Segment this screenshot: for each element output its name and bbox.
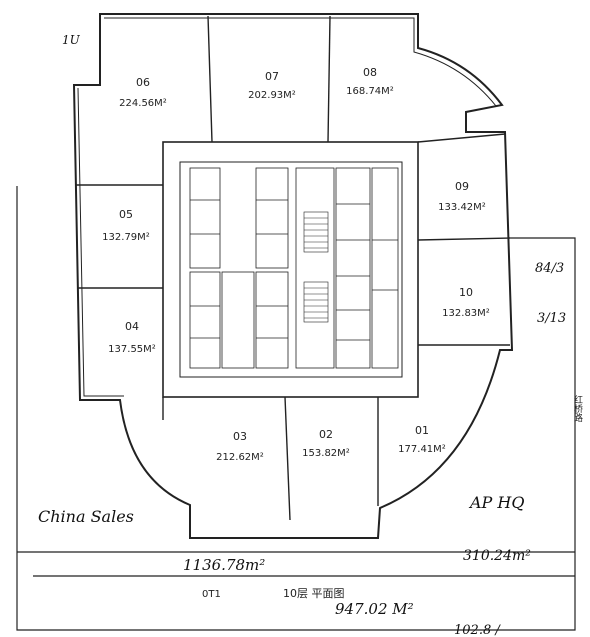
partition-walls bbox=[76, 15, 511, 521]
unit-01-area: 177.41M² bbox=[398, 444, 446, 455]
stairs bbox=[303, 211, 329, 323]
unit-04-id: 04 bbox=[125, 320, 139, 333]
unit-10-area: 132.83M² bbox=[442, 308, 490, 319]
unit-05-id: 05 bbox=[119, 208, 133, 221]
right-note-1: 84/3 bbox=[535, 261, 564, 276]
unit-07-id: 07 bbox=[265, 70, 279, 83]
corner-note: 1U bbox=[62, 33, 81, 47]
core-outline bbox=[162, 141, 419, 398]
building-outline bbox=[72, 13, 514, 539]
unit-10-id: 10 bbox=[459, 286, 473, 299]
right-total-note: 310.24m² bbox=[463, 548, 531, 564]
unit-09-id: 09 bbox=[455, 180, 469, 193]
left-total-note: 1136.78m² bbox=[183, 556, 265, 574]
unit-06-id: 06 bbox=[136, 76, 150, 89]
grand-total-note: 947.02 M² bbox=[335, 600, 414, 618]
unit-01-id: 01 bbox=[415, 424, 429, 437]
unit-labels: 06 224.56M² 07 202.93M² 08 168.74M² 09 1… bbox=[102, 66, 490, 463]
handwritten-annotations: 1U China Sales AP HQ 1136.78m² 310.24m² … bbox=[38, 33, 583, 637]
unit-03-id: 03 bbox=[233, 430, 247, 443]
site-boundary bbox=[16, 186, 576, 631]
unit-06-area: 224.56M² bbox=[119, 98, 167, 109]
china-sales-note: China Sales bbox=[38, 507, 134, 526]
unit-05-area: 132.79M² bbox=[102, 232, 150, 243]
unit-03-area: 212.62M² bbox=[216, 452, 264, 463]
vertical-street-label: 红桥路 bbox=[572, 394, 583, 423]
unit-08-id: 08 bbox=[363, 66, 377, 79]
unit-02-id: 02 bbox=[319, 428, 333, 441]
drawing-code: 0T1 bbox=[202, 589, 221, 600]
unit-04-area: 137.55M² bbox=[108, 344, 156, 355]
title-block: 0T1 10层 平面图 bbox=[202, 587, 345, 600]
drawing-title: 10层 平面图 bbox=[283, 587, 345, 600]
ap-hq-note: AP HQ bbox=[468, 493, 524, 512]
bottom-right-note: 102.8 / bbox=[454, 623, 501, 637]
core-rooms bbox=[189, 167, 399, 369]
right-note-2: 3/13 bbox=[537, 311, 566, 326]
unit-09-area: 133.42M² bbox=[438, 202, 486, 213]
unit-08-area: 168.74M² bbox=[346, 86, 394, 97]
unit-07-area: 202.93M² bbox=[248, 90, 296, 101]
unit-02-area: 153.82M² bbox=[302, 448, 350, 459]
